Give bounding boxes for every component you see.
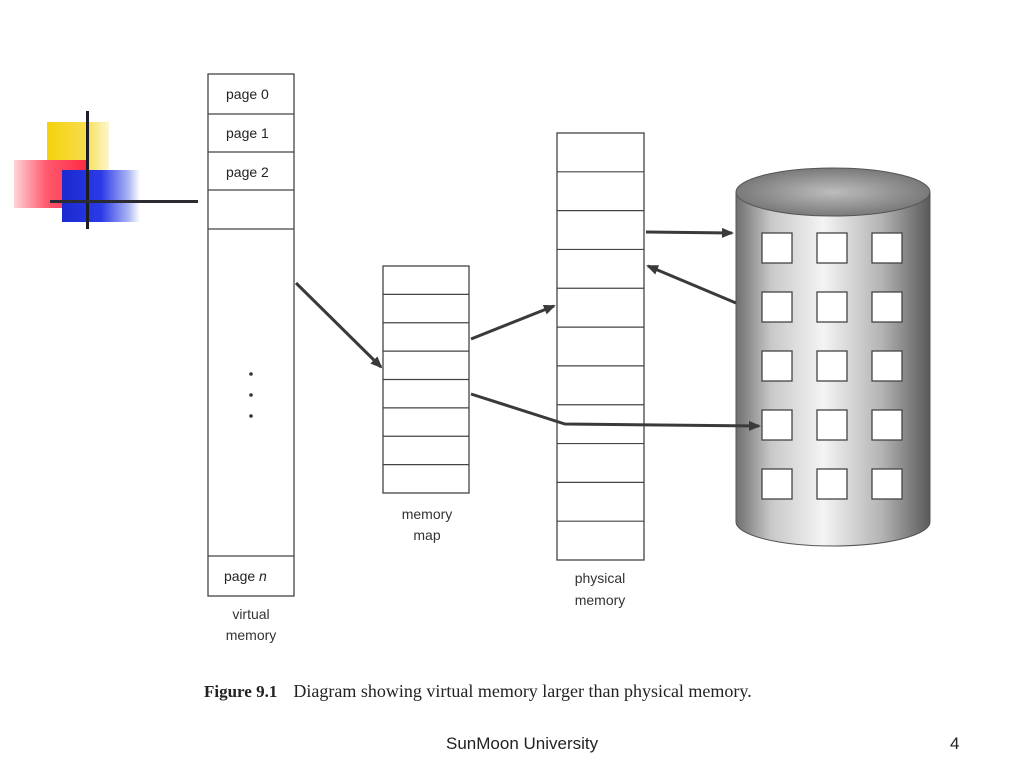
physical-memory-label-line2: memory [575,592,626,608]
disk-block [761,350,793,382]
memory-map-label-line1: memory [402,506,453,522]
footer-page-number: 4 [950,734,960,753]
figure-caption: Figure 9.1 Diagram showing virtual memory… [204,681,752,701]
arrow-virtual-to-map [294,281,383,369]
disk-block [871,468,903,500]
disk-block [816,232,848,264]
disk-block [816,468,848,500]
disk-block [761,291,793,323]
page-n-label: page n [224,568,267,584]
physical-memory-box [556,132,645,561]
physical-memory-column: physical memory [556,132,645,608]
physical-memory-label-line1: physical [575,570,626,586]
memory-map-label-line2: map [413,527,440,543]
disk-block [871,409,903,441]
decoration-blue-square [62,170,140,222]
slide-decoration [10,108,205,233]
decoration-vertical-line [86,111,89,229]
memory-map-column: memory map [382,265,470,543]
disk-block [871,350,903,382]
disk-block [871,232,903,264]
arrows [294,227,761,431]
decoration-horizontal-line [50,200,198,203]
virtual-memory-box [207,73,295,597]
page-0-label: page 0 [226,86,269,102]
virtual-memory-label-line2: memory [226,627,277,643]
arrow-map-to-physical [470,304,556,341]
virtual-memory-label-line1: virtual [232,606,269,622]
arrow-map-to-disk [470,392,761,431]
disk-block [816,350,848,382]
caption-prefix: Figure 9.1 [204,682,277,701]
disk-block [761,232,793,264]
disk-block [816,291,848,323]
page-1-label: page 1 [226,125,269,141]
page-2-label: page 2 [226,164,269,180]
disk-block [761,468,793,500]
disk-block [816,409,848,441]
ellipsis [249,372,253,418]
arrow-physical-to-disk [645,227,734,238]
disk-top [735,167,931,217]
arrow-disk-to-physical [646,264,737,305]
disk-block [871,291,903,323]
footer-university: SunMoon University [446,734,599,753]
disk-cylinder [735,167,931,547]
disk-block [761,409,793,441]
caption-text: Diagram showing virtual memory larger th… [293,681,751,701]
virtual-memory-column: page 0 page 1 page 2 page n virtual memo… [207,73,295,643]
